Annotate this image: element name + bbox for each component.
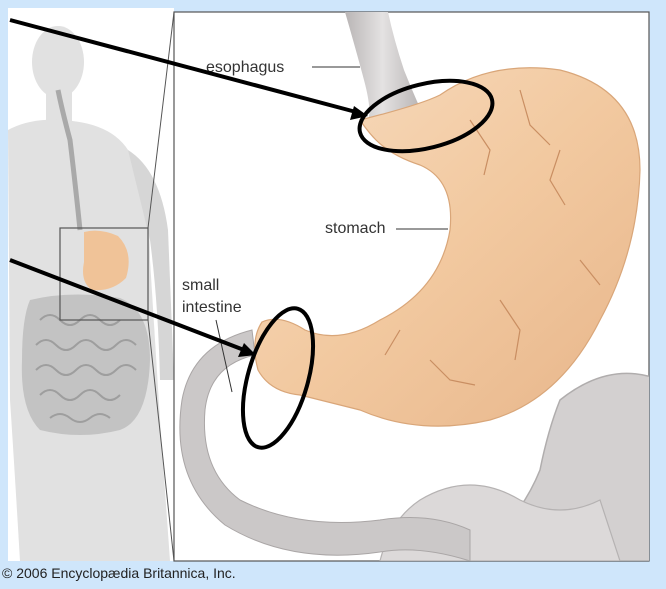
small-intestine-label-line1: small xyxy=(182,277,219,294)
stomach-detail-panel xyxy=(174,12,660,561)
stomach-label: stomach xyxy=(325,220,385,237)
body-silhouette xyxy=(8,8,174,561)
small-intestine-label-line2: intestine xyxy=(182,299,242,316)
copyright-credit: © 2006 Encyclopædia Britannica, Inc. xyxy=(2,565,236,581)
